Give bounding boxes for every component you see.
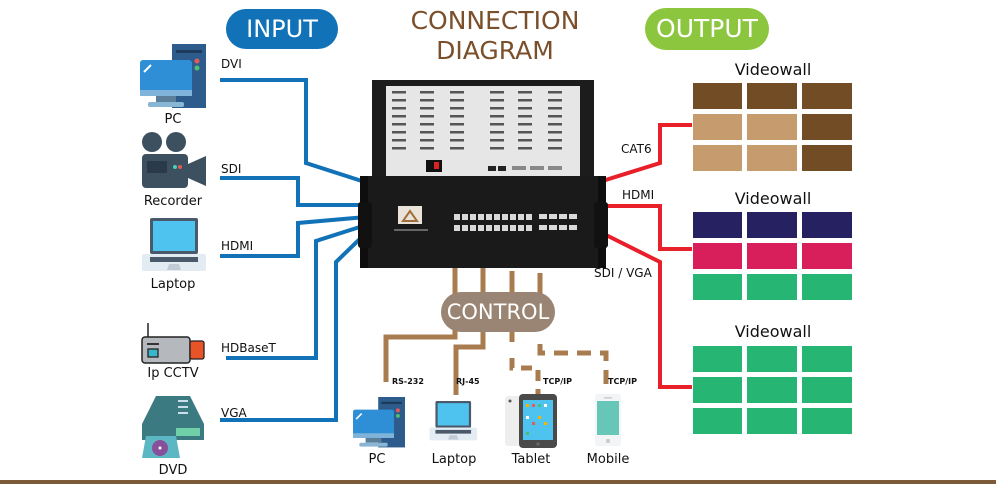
connection-label-tcpip-mobile: TCP/IP	[608, 377, 637, 386]
videowall-title: Videowall	[734, 60, 812, 79]
control-device-label: PC	[368, 452, 386, 467]
control-section-badge: CONTROL	[441, 292, 555, 332]
videowall-screen	[802, 346, 852, 372]
wire-rs232	[383, 330, 458, 382]
videowall-title: Videowall	[734, 189, 812, 208]
matrix-switcher-icon	[358, 80, 608, 268]
video-camera-icon	[142, 132, 206, 188]
videowall-screen	[693, 212, 742, 238]
diagram-title-line1: CONNECTION	[410, 6, 580, 35]
tablet-icon	[505, 394, 557, 448]
mobile-phone-icon	[595, 394, 621, 446]
videowall-screen	[747, 346, 797, 372]
wire-vga	[220, 231, 368, 422]
laptop-icon	[429, 400, 478, 441]
connection-label-rj45: RJ-45	[456, 377, 480, 386]
input-device-label: Recorder	[143, 194, 203, 209]
connection-label-hdmi: HDMI	[221, 239, 254, 253]
videowall-screen	[693, 114, 742, 140]
connection-label-dvi: DVI	[221, 57, 242, 71]
wire-sdi	[220, 176, 368, 207]
diagram-title-line2: DIAGRAM	[436, 36, 554, 65]
connection-label-hdmi-out: HDMI	[622, 188, 655, 202]
wire-tcpip-tablet-dash	[509, 358, 541, 397]
ip-camera-icon	[141, 323, 205, 364]
videowall-screen	[747, 408, 797, 434]
videowall-screen	[802, 377, 852, 403]
control-device-label: Laptop	[431, 452, 477, 467]
wire-sdi-vga	[599, 230, 692, 389]
videowall-screen	[802, 274, 852, 300]
videowall-screen	[802, 145, 852, 171]
videowall-screen	[747, 145, 797, 171]
desktop-pc-icon	[140, 44, 206, 108]
videowall-title: Videowall	[734, 322, 812, 341]
desktop-pc-icon	[353, 397, 405, 448]
connection-label-sdi: SDI	[221, 162, 242, 176]
videowall-screen	[802, 243, 852, 269]
wire-cat6	[595, 123, 692, 185]
input-device-label: DVD	[158, 463, 188, 478]
videowall-screen	[747, 243, 797, 269]
wire-dvi	[220, 78, 369, 185]
control-device-label: Mobile	[586, 452, 630, 467]
footer-divider	[0, 480, 996, 484]
connection-label-sdi-vga: SDI / VGA	[594, 266, 652, 280]
videowall-screen	[693, 145, 742, 171]
videowall-screen	[802, 114, 852, 140]
videowall-screen	[747, 83, 797, 109]
videowall-screen	[802, 408, 852, 434]
connection-label-tcpip-tablet: TCP/IP	[543, 377, 572, 386]
videowall-screen	[747, 377, 797, 403]
dvd-player-icon	[142, 396, 204, 458]
connection-label-rs232: RS-232	[392, 377, 424, 386]
videowall-screen	[693, 346, 742, 372]
videowall-screen	[693, 377, 742, 403]
videowall-grid	[693, 83, 853, 171]
wire-hdmi-out	[600, 204, 692, 251]
videowall-screen	[693, 83, 742, 109]
videowall-screen	[747, 212, 797, 238]
videowall-screen	[802, 212, 852, 238]
videowall-screen	[693, 408, 742, 434]
videowall-grid	[693, 212, 853, 300]
videowall-screen	[693, 274, 742, 300]
input-device-label: PC	[164, 112, 182, 127]
wire-hdmi	[220, 215, 367, 258]
wire-tcpip-mobile	[537, 344, 609, 388]
connection-label-cat6: CAT6	[621, 142, 652, 156]
output-section-badge: OUTPUT	[645, 8, 769, 50]
input-section-badge: INPUT	[226, 9, 338, 49]
wire-hdbaset	[226, 223, 367, 360]
wire-rj45	[453, 332, 486, 395]
connection-label-vga: VGA	[221, 406, 247, 420]
videowall-grid	[693, 346, 853, 434]
input-device-label: Ip CCTV	[147, 366, 199, 381]
videowall-screen	[747, 274, 797, 300]
control-device-label: Tablet	[511, 452, 551, 467]
laptop-icon	[142, 218, 206, 271]
connection-label-hdbaset: HDBaseT	[221, 341, 276, 355]
input-device-label: Laptop	[150, 277, 196, 292]
videowall-screen	[802, 83, 852, 109]
videowall-screen	[747, 114, 797, 140]
videowall-screen	[693, 243, 742, 269]
